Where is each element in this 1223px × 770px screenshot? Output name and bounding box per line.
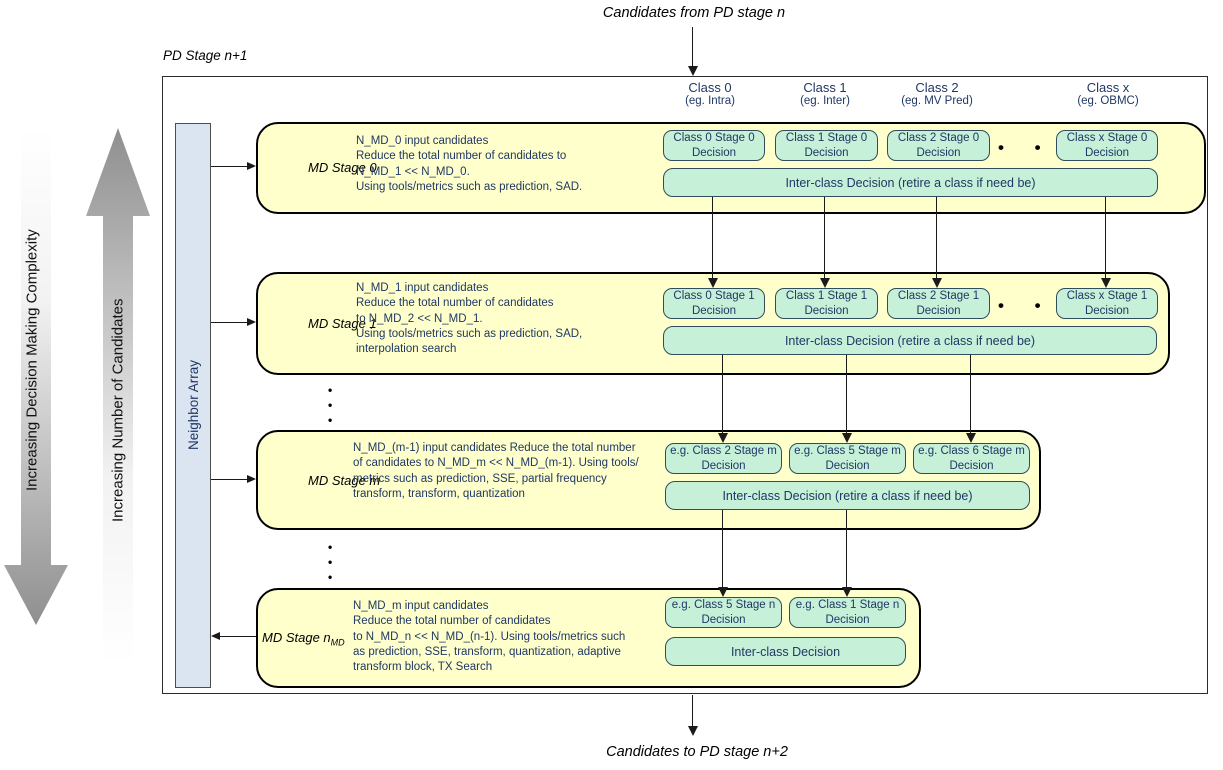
connector-arrow-head-icon xyxy=(718,433,728,443)
inter-class-bar: Inter-class Decision (retire a class if … xyxy=(663,168,1158,197)
class-header-0: Class 0 (eg. Intra) xyxy=(645,80,775,107)
class-name: Class 2 xyxy=(915,80,959,95)
connector-arrow-head-icon xyxy=(966,433,976,443)
md-stage-n-label: MD Stage nMD xyxy=(262,630,345,648)
neighbor-array-box: Neighbor Array xyxy=(175,123,211,688)
connector-arrow-head-icon xyxy=(820,278,830,288)
decision-box: Class 0 Stage 1 Decision xyxy=(663,288,765,319)
neighbor-link-arrow-icon xyxy=(247,475,256,483)
pd-stage-label: PD Stage n+1 xyxy=(163,48,248,63)
connector-arrow-head-icon xyxy=(1101,278,1111,288)
ellipsis-vertical: • • • xyxy=(328,383,333,427)
class-example: (eg. Intra) xyxy=(685,95,735,107)
md-stage-0-label: MD Stage 0 xyxy=(308,160,377,178)
complexity-arrow-label: Increasing Decision Making Complexity xyxy=(23,229,41,491)
decision-box: Class x Stage 1 Decision xyxy=(1056,288,1158,319)
inter-class-bar: Inter-class Decision (retire a class if … xyxy=(663,326,1157,355)
bottom-flow-arrow-line xyxy=(692,695,693,727)
decision-box: Class 1 Stage 1 Decision xyxy=(775,288,878,319)
candidates-arrow-label: Increasing Number of Candidates xyxy=(109,298,127,522)
connector-line xyxy=(1105,197,1106,280)
neighbor-link-line xyxy=(211,166,249,167)
md-stage-1-description: N_MD_1 input candidates Reduce the total… xyxy=(356,282,583,356)
md-stage-1-box xyxy=(256,272,1170,375)
neighbor-link-line xyxy=(219,636,256,637)
md-stage-m-description: N_MD_(m-1) input candidates Reduce the t… xyxy=(353,442,639,500)
md-stage-n-description: N_MD_m input candidates Reduce the total… xyxy=(353,600,626,674)
connector-line xyxy=(722,355,723,435)
class-header-x: Class x (eg. OBMC) xyxy=(1043,80,1173,107)
connector-arrow-head-icon xyxy=(718,587,728,597)
connector-line xyxy=(722,510,723,589)
decision-box: e.g. Class 6 Stage m Decision xyxy=(913,443,1030,474)
md-stage-0-description: N_MD_0 input candidates Reduce the total… xyxy=(356,135,583,193)
class-example: (eg. OBMC) xyxy=(1077,95,1139,107)
decision-box: Class 1 Stage 0 Decision xyxy=(775,130,878,161)
md-stage-m-box xyxy=(256,430,1041,530)
neighbor-link-line xyxy=(211,479,249,480)
neighbor-array-label: Neighbor Array xyxy=(185,360,201,451)
top-flow-arrow-head-icon xyxy=(688,66,698,76)
md-stage-m-label: MD Stage m xyxy=(308,473,380,491)
connector-line xyxy=(970,355,971,435)
bottom-flow-arrow-head-icon xyxy=(688,726,698,736)
neighbor-link-arrow-icon xyxy=(247,162,256,170)
bottom-flow-label: Candidates to PD stage n+2 xyxy=(606,744,788,760)
ellipsis-vertical: • • • xyxy=(328,540,333,584)
class-example: (eg. MV Pred) xyxy=(901,95,973,107)
connector-arrow-head-icon xyxy=(842,433,852,443)
connector-line xyxy=(846,510,847,589)
decision-box: Class 0 Stage 0 Decision xyxy=(663,130,765,161)
md-stage-1-label: MD Stage 1 xyxy=(308,316,377,334)
connector-line xyxy=(936,197,937,280)
connector-line xyxy=(824,197,825,280)
stage-label-text: MD Stage n xyxy=(262,630,331,645)
connector-arrow-head-icon xyxy=(842,587,852,597)
top-flow-arrow-line xyxy=(692,27,693,67)
connector-arrow-head-icon xyxy=(708,278,718,288)
neighbor-link-arrow-icon xyxy=(211,632,220,640)
class-header-2: Class 2 (eg. MV Pred) xyxy=(872,80,1002,107)
stage-label-sub: MD xyxy=(330,637,345,648)
inter-class-bar: Inter-class Decision (retire a class if … xyxy=(665,481,1030,510)
connector-line xyxy=(712,197,713,280)
class-name: Class x xyxy=(1086,80,1130,95)
class-name: Class 1 xyxy=(803,80,847,95)
class-header-1: Class 1 (eg. Inter) xyxy=(760,80,890,107)
decision-box: Class 2 Stage 0 Decision xyxy=(887,130,990,161)
class-example: (eg. Inter) xyxy=(800,95,850,107)
decision-box: e.g. Class 5 Stage m Decision xyxy=(789,443,906,474)
connector-arrow-head-icon xyxy=(932,278,942,288)
decision-box: Class 2 Stage 1 Decision xyxy=(887,288,990,319)
decision-box: e.g. Class 1 Stage n Decision xyxy=(789,597,906,628)
decision-box: e.g. Class 2 Stage m Decision xyxy=(665,443,782,474)
stage-label-text: MD Stage 0 xyxy=(308,160,377,175)
top-flow-label: Candidates from PD stage n xyxy=(602,5,786,21)
stage-label-text: MD Stage 1 xyxy=(308,316,377,331)
neighbor-link-line xyxy=(211,322,249,323)
decision-box: Class x Stage 0 Decision xyxy=(1056,130,1158,161)
neighbor-link-arrow-icon xyxy=(247,318,256,326)
decision-box: e.g. Class 5 Stage n Decision xyxy=(665,597,782,628)
inter-class-bar: Inter-class Decision xyxy=(665,637,906,666)
connector-line xyxy=(846,355,847,435)
stage-label-text: MD Stage m xyxy=(308,473,381,488)
class-name: Class 0 xyxy=(688,80,732,95)
